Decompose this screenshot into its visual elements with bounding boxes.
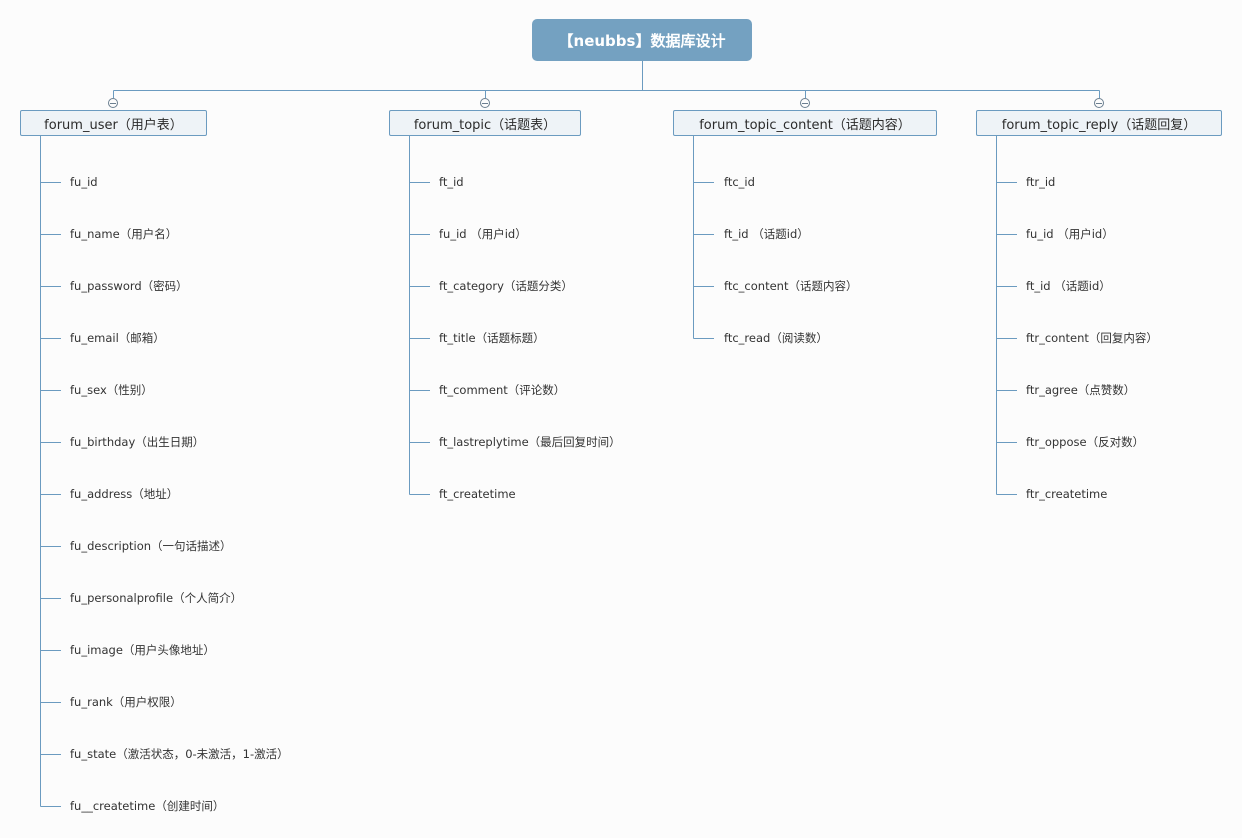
field-item[interactable]: fu_image（用户头像地址） xyxy=(70,643,215,657)
field-item[interactable]: ft_createtime xyxy=(439,487,516,501)
table-node-forum-topic-reply[interactable]: forum_topic_reply（话题回复） xyxy=(976,110,1222,136)
field-item[interactable]: fu_description（一句话描述） xyxy=(70,539,232,553)
field-item[interactable]: ft_title（话题标题） xyxy=(439,331,545,345)
field-item[interactable]: ftr_createtime xyxy=(1026,487,1108,501)
field-item[interactable]: ft_id （话题id） xyxy=(1026,279,1111,293)
field-item[interactable]: fu_sex（性别） xyxy=(70,383,153,397)
field-item[interactable]: ftr_oppose（反对数） xyxy=(1026,435,1145,449)
collapse-toggle-icon[interactable] xyxy=(800,98,810,108)
field-item[interactable]: fu_personalprofile（个人简介） xyxy=(70,591,243,605)
root-node-title[interactable]: 【neubbs】数据库设计 xyxy=(532,19,752,61)
collapse-toggle-icon[interactable] xyxy=(108,98,118,108)
field-item[interactable]: fu_state（激活状态，0-未激活，1-激活） xyxy=(70,747,289,761)
field-item[interactable]: fu_id （用户id） xyxy=(439,227,527,241)
collapse-toggle-icon[interactable] xyxy=(480,98,490,108)
collapse-toggle-icon[interactable] xyxy=(1094,98,1104,108)
field-item[interactable]: ft_lastreplytime（最后回复时间） xyxy=(439,435,621,449)
field-item[interactable]: ftr_content（回复内容） xyxy=(1026,331,1158,345)
field-item[interactable]: fu_address（地址） xyxy=(70,487,179,501)
field-item[interactable]: fu_id xyxy=(70,175,98,189)
table-node-forum-topic-content[interactable]: forum_topic_content（话题内容） xyxy=(673,110,937,136)
field-item[interactable]: ft_id xyxy=(439,175,464,189)
field-item[interactable]: fu_name（用户名） xyxy=(70,227,178,241)
field-item[interactable]: ftr_agree（点赞数） xyxy=(1026,383,1136,397)
field-item[interactable]: ft_comment（评论数） xyxy=(439,383,566,397)
field-item[interactable]: ft_category（话题分类） xyxy=(439,279,573,293)
field-item[interactable]: fu_id （用户id） xyxy=(1026,227,1114,241)
table-node-forum-user[interactable]: forum_user（用户表） xyxy=(20,110,207,136)
field-item[interactable]: ftc_id xyxy=(724,175,755,189)
field-item[interactable]: ftc_read（阅读数） xyxy=(724,331,828,345)
table-node-forum-topic[interactable]: forum_topic（话题表） xyxy=(389,110,581,136)
field-item[interactable]: ftc_content（话题内容） xyxy=(724,279,858,293)
field-item[interactable]: fu_rank（用户权限） xyxy=(70,695,182,709)
field-item[interactable]: fu_password（密码） xyxy=(70,279,188,293)
field-item[interactable]: fu_email（邮箱） xyxy=(70,331,165,345)
field-item[interactable]: fu_birthday（出生日期） xyxy=(70,435,205,449)
field-item[interactable]: ftr_id xyxy=(1026,175,1056,189)
field-item[interactable]: fu__createtime（创建时间） xyxy=(70,799,225,813)
field-item[interactable]: ft_id （话题id） xyxy=(724,227,809,241)
